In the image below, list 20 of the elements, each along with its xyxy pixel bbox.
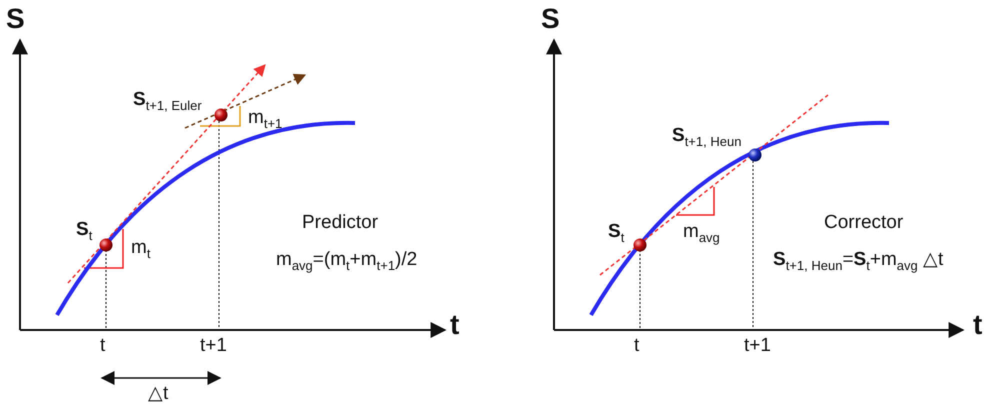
dimension-label: △t xyxy=(148,384,168,405)
axis-label: S xyxy=(6,4,25,35)
method-label: Corrector xyxy=(824,213,904,234)
method-label: Predictor xyxy=(302,213,378,234)
tick-label: t xyxy=(100,336,106,357)
formula-text: m$_{avg}$=(m$_{t}$+m$_{t+1}$)/2 xyxy=(276,250,418,274)
formula-text: S$_{t+1, Heun}$=S$_{t}$+m$_{avg}$ △t xyxy=(773,250,944,274)
point-label: S$_{t}$ xyxy=(76,220,92,244)
point-label: S$_{t}$ xyxy=(608,222,624,246)
slope-label: m$_{t}$ xyxy=(131,238,150,262)
slope-label: m$_{avg}$ xyxy=(683,222,720,246)
axis-label: S xyxy=(541,4,560,35)
slope-label: m$_{t+1}$ xyxy=(248,108,282,132)
point-label: S$_{t+1, Euler}$ xyxy=(133,90,202,114)
tick-label: t+1 xyxy=(200,336,227,357)
tick-label: t+1 xyxy=(744,336,771,357)
tick-label: t xyxy=(634,336,640,357)
point-label: S$_{t+1, Heun}$ xyxy=(672,126,742,150)
axis-label: t xyxy=(450,310,460,341)
axis-label: t xyxy=(973,310,982,341)
